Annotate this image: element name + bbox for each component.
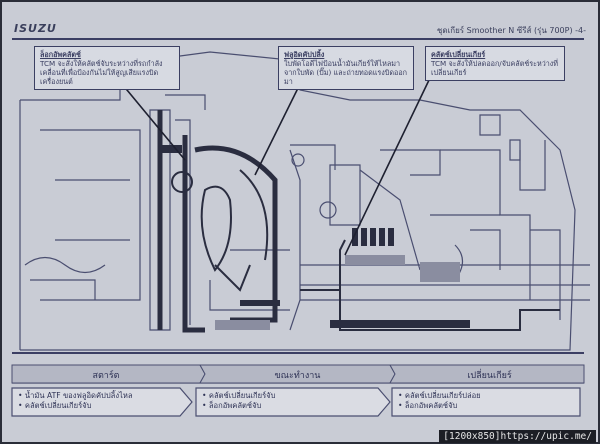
isuzu-logo: ISUZU xyxy=(14,22,57,35)
image-host-watermark: [1200x850]https://upic.me/ xyxy=(439,430,596,443)
document-title: ชุดเกียร์ Smoother N ซีรีส์ (รุ่น 700P) … xyxy=(436,26,586,35)
description-shifting-line-2: • ล็อกอัพคลัตช์จับ xyxy=(398,401,458,410)
phase-running: ขณะทำงาน xyxy=(274,370,321,381)
lockup-clutch-text: TCM จะสั่งให้คลัตช์จับระหว่างที่รถกำลังเ… xyxy=(40,59,163,86)
lockup-clutch-callout: ล็อกอัพคลัตช์ TCM จะสั่งให้คลัตช์จับระหว… xyxy=(34,46,180,90)
description-running: • คลัตช์เปลี่ยนเกียร์จับ • ล็อกอัพคลัตช์… xyxy=(202,388,378,418)
fluid-coupling-callout: ฟลูอิดคัปปลิ้ง ใบพัดโอดีไฟป้อนน้ำมันเกีย… xyxy=(278,46,414,90)
description-shifting: • คลัตช์เปลี่ยนเกียร์ปล่อย • ล็อกอัพคลัต… xyxy=(398,388,578,418)
shift-clutch-text: TCM จะสั่งให้ปลดออก/จับคลัตช์ระหว่างที่เ… xyxy=(431,59,559,77)
header-rule xyxy=(12,38,584,40)
description-running-line-1: • คลัตช์เปลี่ยนเกียร์จับ xyxy=(202,391,276,400)
page-header: ISUZU ชุดเกียร์ Smoother N ซีรีส์ (รุ่น … xyxy=(14,22,586,36)
shift-clutch-callout: คลัตช์เปลี่ยนเกียร์ TCM จะสั่งให้ปลดออก/… xyxy=(425,46,565,81)
phase-bar: สตาร์ต ขณะทำงาน เปลี่ยนเกียร์ xyxy=(0,365,600,384)
fluid-coupling-text: ใบพัดโอดีไฟป้อนน้ำมันเกียร์ให้ไหลมาจากใบ… xyxy=(284,59,407,86)
description-start-line-1: • น้ำมัน ATF ของฟลูอิดคัปปลิ้งไหล xyxy=(18,391,133,400)
description-running-line-2: • ล็อกอัพคลัตช์จับ xyxy=(202,401,262,410)
description-shifting-line-1: • คลัตช์เปลี่ยนเกียร์ปล่อย xyxy=(398,391,481,400)
description-start-line-2: • คลัตช์เปลี่ยนเกียร์จับ xyxy=(18,401,92,410)
fluid-coupling-title: ฟลูอิดคัปปลิ้ง xyxy=(284,50,325,59)
phase-start: สตาร์ต xyxy=(92,370,120,381)
shift-clutch-title: คลัตช์เปลี่ยนเกียร์ xyxy=(431,50,486,59)
phase-shifting: เปลี่ยนเกียร์ xyxy=(467,370,512,381)
description-start: • น้ำมัน ATF ของฟลูอิดคัปปลิ้งไหล • คลัต… xyxy=(18,388,188,418)
lockup-clutch-title: ล็อกอัพคลัตช์ xyxy=(40,50,81,59)
